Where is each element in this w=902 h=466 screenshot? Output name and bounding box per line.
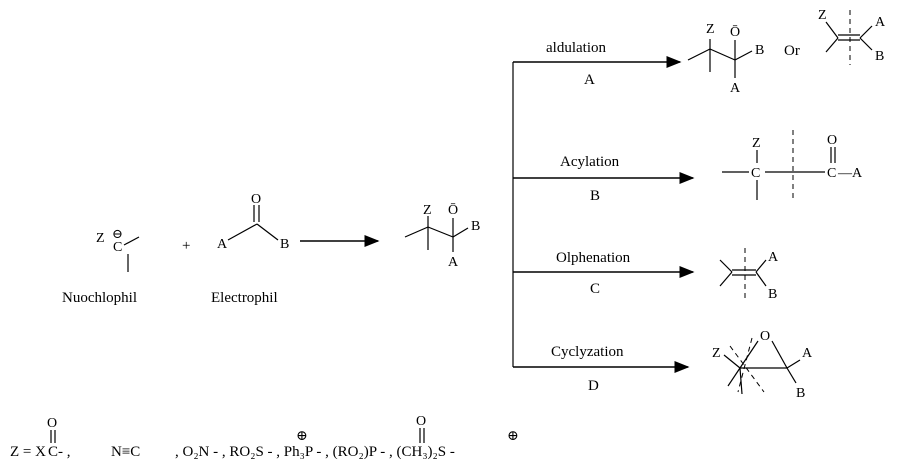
- cyc-z: Z: [712, 346, 721, 361]
- product-aldol: Z Ō B A: [687, 22, 764, 96]
- cyc-b: B: [796, 386, 805, 401]
- acyl-o: O: [827, 133, 837, 148]
- branch-letter-a: A: [584, 72, 595, 88]
- cyc-a: A: [802, 346, 813, 361]
- footer-z-definition: Z = X C- , O N≡C , O₂N - , RO₂S - , Ph₃P…: [10, 414, 519, 460]
- footer-o: O: [47, 416, 57, 431]
- product-alkene-alt: Z A B: [818, 8, 886, 65]
- nuc-carbanion-charge: ⊖: [112, 226, 123, 241]
- footer-c-dash: C- ,: [48, 444, 71, 460]
- int-o-minus: Ō: [448, 202, 458, 218]
- cyc-o: O: [760, 329, 770, 344]
- branch-label-olphenation: Olphenation: [556, 250, 631, 266]
- nuc-c: C: [113, 240, 122, 255]
- olefin-a: A: [768, 250, 779, 265]
- acyl-dash-a: —A: [837, 166, 863, 181]
- footer-z-eq: Z = X: [10, 444, 46, 460]
- product-acyl: C Z C O —A: [722, 130, 863, 200]
- plus-sign: +: [182, 238, 190, 254]
- acyl-c2: C: [827, 166, 836, 181]
- branch-label-acylation: Acylation: [560, 154, 620, 170]
- aldol-o-minus: Ō: [730, 24, 740, 40]
- alt-a: A: [875, 15, 886, 30]
- elec-a: A: [217, 237, 228, 252]
- elec-b: B: [280, 237, 289, 252]
- acyl-c1: C: [751, 166, 760, 181]
- footer-ph3p-charge: ⊕: [296, 429, 308, 444]
- or-text: Or: [784, 43, 800, 59]
- footer-groups: , O₂N - , RO₂S - , Ph₃P - , (RO₂)P - , (…: [175, 444, 455, 460]
- int-b: B: [471, 219, 480, 234]
- footer-nitrile: N≡C: [111, 444, 140, 460]
- intermediate-structure: Z Ō B A: [404, 202, 480, 270]
- branch-label-cyclyzation: Cyclyzation: [551, 344, 624, 360]
- footer-sulfonium-charge: ⊕: [507, 429, 519, 444]
- acyl-z: Z: [752, 136, 761, 151]
- electrophile-structure: A O B Electrophil: [211, 192, 289, 306]
- branch-letter-b: B: [590, 188, 600, 204]
- aldol-z: Z: [706, 22, 715, 37]
- aldol-b: B: [755, 43, 764, 58]
- branch-letter-c: C: [590, 281, 600, 297]
- aldol-a: A: [730, 81, 741, 96]
- product-olefin: A B: [719, 248, 779, 302]
- alt-z: Z: [818, 8, 827, 23]
- footer-po-o: O: [416, 414, 426, 429]
- electrophile-label: Electrophil: [211, 290, 278, 306]
- nuc-z: Z: [96, 231, 105, 246]
- elec-o: O: [251, 192, 261, 207]
- nucleophile-structure: Z ⊖ C Nuochlophil: [62, 226, 140, 306]
- branch-label-aldulation: aldulation: [546, 40, 606, 56]
- nucleophile-label: Nuochlophil: [62, 290, 137, 306]
- product-cyclic: Z O A B: [712, 329, 813, 401]
- int-a: A: [448, 255, 459, 270]
- alt-b: B: [875, 49, 884, 64]
- branch-letter-d: D: [588, 378, 599, 394]
- olefin-b: B: [768, 287, 777, 302]
- int-z: Z: [423, 203, 432, 218]
